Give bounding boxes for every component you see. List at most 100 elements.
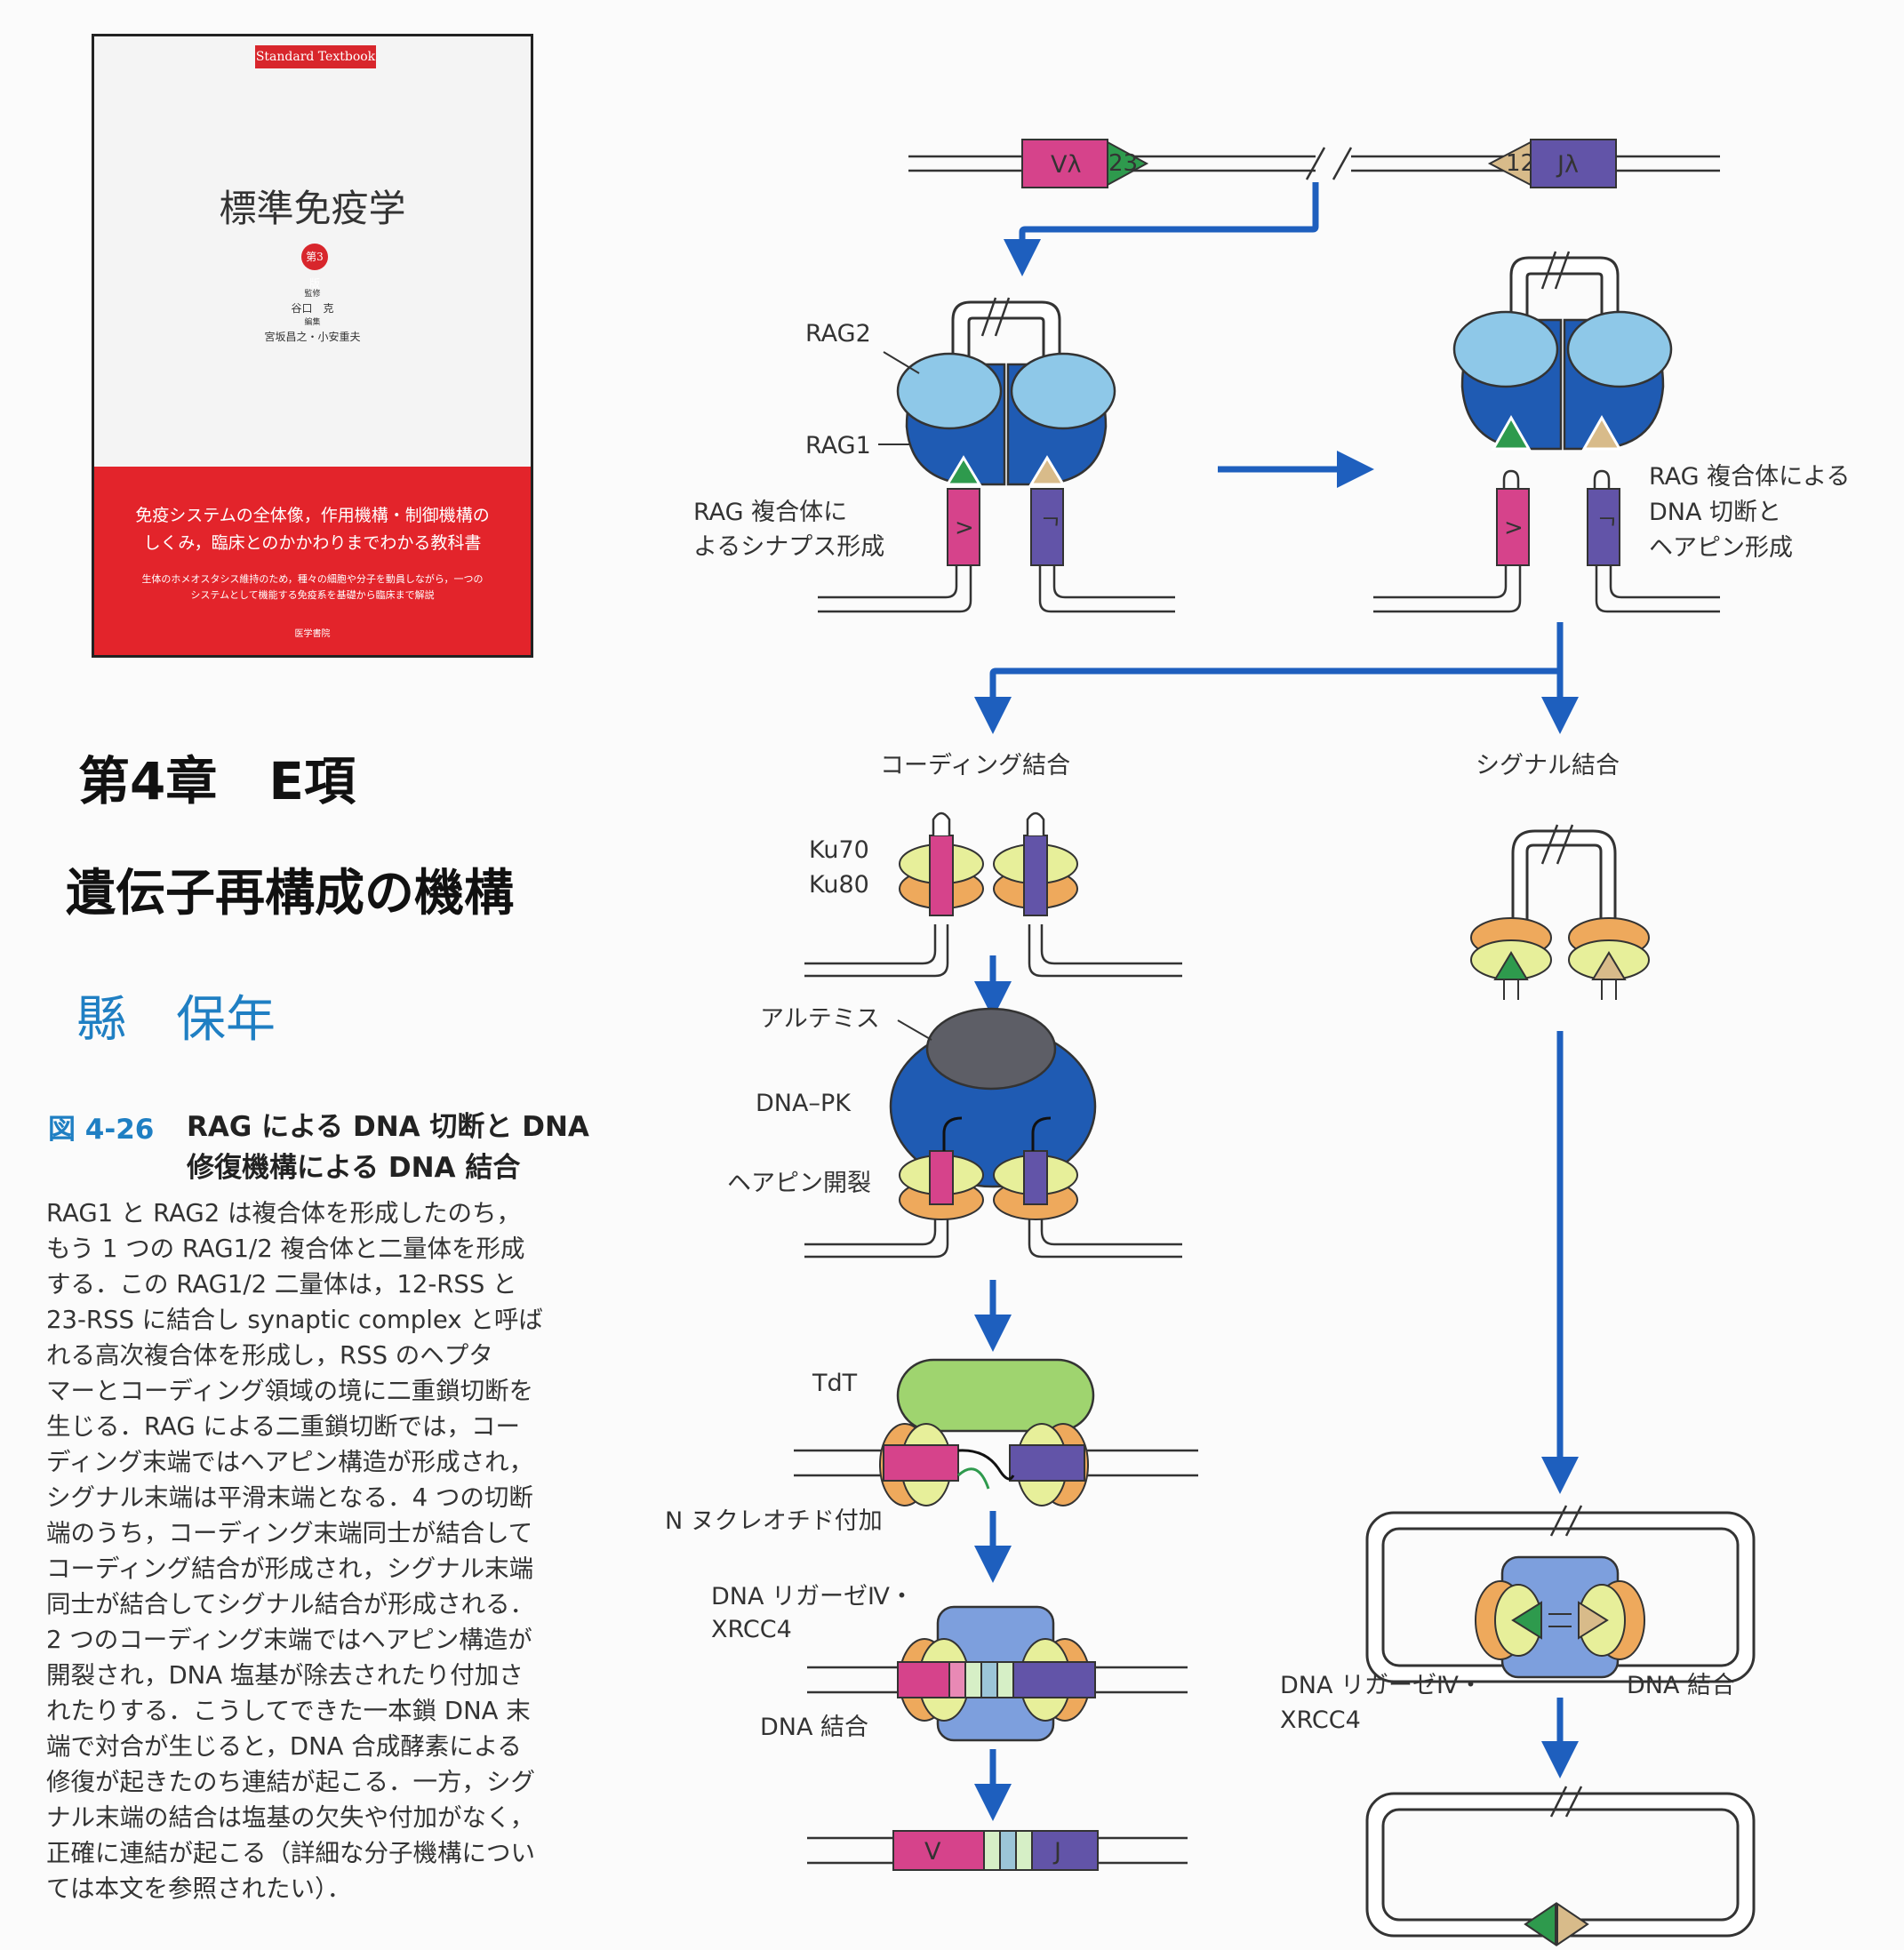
caption-line: 生じる．RAG による二重鎖切断では，コー (46, 1412, 521, 1441)
n-addition-label: N ヌクレオチド付加 (665, 1507, 883, 1535)
cover-band-line1: 免疫システムの全体像，作用機構・制御機構の (135, 506, 490, 525)
ku70-label: Ku70 (809, 836, 869, 864)
caption-line: コーディング結合が形成され，シグナル末端 (46, 1554, 534, 1583)
rag-cleavage-complex: > ᄀ (1373, 251, 1720, 613)
ligase-right-label-line2: XRCC4 (1280, 1706, 1361, 1734)
author-name: 縣 保年 (76, 991, 276, 1049)
arrow-branch (974, 622, 1564, 734)
rag2-label: RAG2 (805, 320, 871, 348)
figure-title-line2: 修復機構による DNA 結合 (187, 1152, 521, 1184)
tdt-blob (896, 1358, 1095, 1433)
ku80-label: Ku80 (809, 871, 869, 899)
caption-line: 端のうち，コーディング末端同士が結合して (46, 1519, 533, 1547)
svg-text:ᄀ: ᄀ (1596, 515, 1618, 541)
cover-credits: 監修 谷口 克 編集 宮坂昌之・小安重夫 (94, 287, 531, 344)
caption-line: RAG1 と RAG2 は複合体を形成したのち， (46, 1199, 521, 1227)
figure-title-line1: RAG による DNA 切断と DNA (187, 1111, 589, 1143)
caption-line: 23-RSS に結合し synaptic complex と呼ば (46, 1306, 543, 1334)
ligase-label-line2: XRCC4 (711, 1616, 792, 1643)
v-lambda-label: Vλ (1051, 151, 1081, 179)
section-title: 遺伝子再構成の機構 (66, 865, 514, 923)
cover-edition-badge: 第3版 (301, 244, 328, 290)
caption-line: 同士が結合してシグナル結合が形成される． (46, 1590, 535, 1618)
arrow-to-synapsis (1004, 182, 1319, 276)
artemis-label: アルテミス (760, 1005, 880, 1033)
cleavage-label-line1: RAG 複合体による (1649, 463, 1850, 491)
germline-dna: Vλ 23 12 Jλ (908, 139, 1720, 188)
cover-band-line2: しくみ，臨床とのかかわりまでわかる教科書 (143, 533, 482, 553)
rag-synaptic-complex: > ᄀ (818, 297, 1175, 613)
dna-join-label: DNA 結合 (760, 1714, 868, 1741)
cover-title: 標準免疫学 (219, 187, 406, 230)
j-segment-synapsis (1030, 488, 1064, 566)
caption-line: ては本文を参照されたい）． (46, 1874, 352, 1903)
cover-band-small2: システムとして機能する免疫系を基礎から臨床まで解説 (190, 589, 435, 601)
tdt-complex (794, 1358, 1198, 1506)
caption-line: もう 1 つの RAG1/2 複合体と二量体を形成 (46, 1235, 525, 1263)
figure-number: 図 4-26 (48, 1114, 155, 1146)
j-final-label: J (1052, 1838, 1061, 1866)
dna-join-right-label: DNA 結合 (1627, 1672, 1735, 1699)
signal-joint-label: シグナル結合 (1476, 752, 1620, 779)
caption-line: 開裂され，DNA 塩基が除去されたり付加さ (46, 1661, 524, 1690)
cover-credit-role1: 監修 (304, 290, 321, 299)
caption-line: ナル末端の結合は塩基の欠失や付加がなく， (46, 1803, 535, 1832)
ligase-right-label-line1: DNA リガーゼⅣ・ (1280, 1672, 1483, 1699)
tdt-label: TdT (812, 1370, 858, 1397)
j-lambda-label: Jλ (1556, 151, 1579, 179)
v-segment-synapsis (947, 488, 980, 566)
cover-band-small1: 生体のホメオスタシス維持のため，種々の細胞や分子を動員しながら，一つの (141, 573, 484, 585)
cover-band-headline: 免疫システムの全体像，作用機構・制御機構の しくみ，臨床とのかかわりまでわかる教… (94, 502, 531, 557)
svg-text:>: > (1504, 515, 1524, 541)
rag2-left (896, 352, 1003, 430)
figure-caption: RAG1 と RAG2 は複合体を形成したのち， もう 1 つの RAG1/2 複… (46, 1195, 606, 1906)
artemis-blob (925, 1007, 1057, 1091)
coding-joint-label: コーディング結合 (880, 752, 1070, 779)
rag2-right (1010, 352, 1116, 430)
caption-line: れる高次複合体を形成し，RSS のヘプタ (46, 1341, 493, 1370)
synapsis-label-line1: RAG 複合体に (693, 499, 847, 526)
chapter-label: 第4章 E項 (78, 751, 356, 811)
figure-title: RAG による DNA 切断と DNA 修復機構による DNA 結合 (187, 1107, 589, 1188)
rag1-label: RAG1 (805, 432, 871, 460)
coding-joint-product: V J (807, 1830, 1188, 1871)
dnapk-label: DNA–PK (756, 1090, 852, 1117)
caption-line: シグナル末端は平滑末端となる．4 つの切断 (46, 1483, 533, 1512)
j-lambda-segment (1530, 139, 1617, 188)
v-final-segment (892, 1830, 985, 1871)
caption-line: れたりする．こうしてできた一本鎖 DNA 末 (46, 1697, 531, 1725)
j-final-segment (1031, 1830, 1099, 1871)
cleavage-label-line3: ヘアピン形成 (1649, 534, 1793, 562)
hairpin-open-label: ヘアピン開裂 (727, 1170, 871, 1197)
cleavage-label-line2: DNA 切断と (1649, 499, 1781, 526)
book-cover: Standard Textbook 標準免疫学 第3版 監修 谷口 克 編集 宮… (92, 34, 533, 658)
cover-credit-name2: 宮坂昌之・小安重夫 (264, 331, 361, 343)
ku-binding (804, 811, 1182, 978)
artemis-dnapk-complex (804, 1007, 1182, 1259)
signal-ku-binding (1470, 824, 1650, 1000)
caption-line: マーとコーディング領域の境に二重鎖切断を (46, 1377, 534, 1405)
cover-series-label: Standard Textbook (255, 45, 376, 68)
caption-line: ディング末端ではヘアピン構造が形成され， (46, 1448, 534, 1476)
svg-text:ᄀ: ᄀ (1040, 515, 1061, 541)
caption-line: 2 つのコーディング末端ではヘアピン構造が (46, 1626, 532, 1654)
rss23-triangle (1107, 140, 1149, 187)
caption-line: 端で対合が生じると，DNA 合成酵素による (46, 1732, 522, 1761)
caption-line: 正確に連結が起こる（詳細な分子機構につい (46, 1839, 535, 1867)
cover-credit-role2: 編集 (304, 318, 321, 327)
caption-line: 修復が起きたのち連結が起こる．一方，シグ (46, 1768, 535, 1796)
synapsis-label-line2: よるシナプス形成 (693, 533, 884, 561)
ligase-coding-complex (807, 1605, 1188, 1742)
ligase-label-line1: DNA リガーゼⅣ・ (711, 1583, 914, 1610)
v-final-label: V (924, 1838, 941, 1866)
svg-text:>: > (955, 515, 974, 541)
cover-credit-name1: 谷口 克 (291, 302, 334, 315)
rss23-label: 23 (1108, 150, 1138, 177)
signal-ligase-circle (1365, 1505, 1756, 1683)
cover-red-band: 免疫システムの全体像，作用機構・制御機構の しくみ，臨床とのかかわりまでわかる教… (94, 467, 531, 655)
caption-line: する．この RAG1/2 二量体は，12-RSS と (46, 1270, 517, 1299)
cover-band-subtext: 生体のホメオスタシス維持のため，種々の細胞や分子を動員しながら，一つの システム… (94, 571, 531, 603)
signal-joint-product (1365, 1786, 1756, 1946)
cover-publisher: 医学書院 (294, 629, 331, 639)
